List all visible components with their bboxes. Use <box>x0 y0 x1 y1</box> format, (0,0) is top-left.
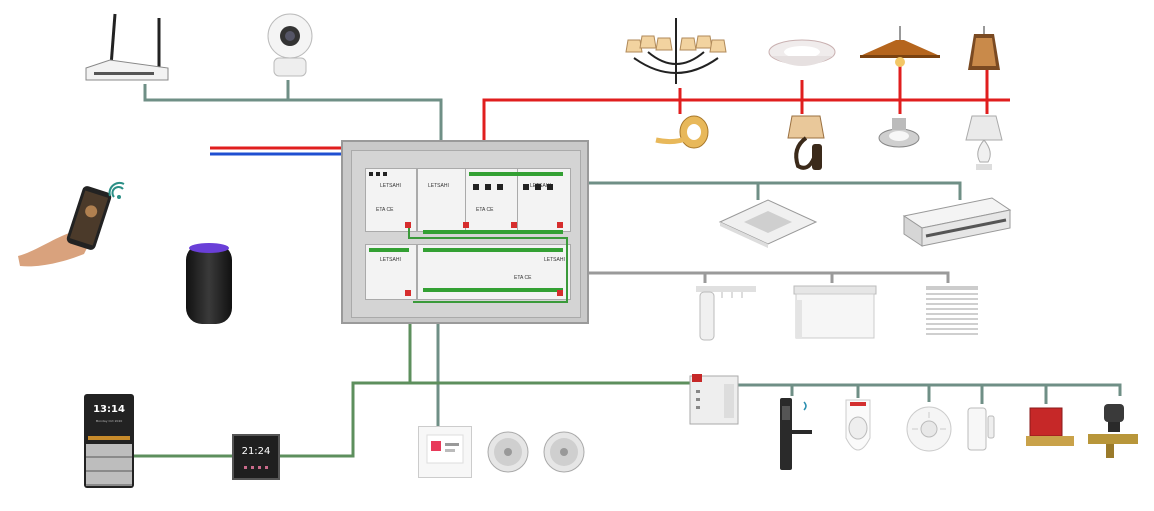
ducted-ac-icon <box>902 197 1012 247</box>
curtain-motor-icon <box>696 286 756 341</box>
module-brand: LETSAHI <box>380 257 401 263</box>
smart-lock <box>776 396 816 472</box>
table-lamp-icon <box>965 115 1003 170</box>
router <box>80 10 172 88</box>
curtain-line <box>566 271 950 283</box>
venetian-blind <box>924 284 980 340</box>
panel-time: 13:14 <box>93 404 125 415</box>
chandelier-icon <box>625 18 727 84</box>
module-brand: LETSAHI <box>544 257 565 263</box>
smart-lock-icon <box>780 398 812 470</box>
pir-sensor-icon <box>845 399 871 451</box>
security-camera <box>262 10 318 80</box>
curtain-motor <box>694 284 758 344</box>
io-module-icon <box>689 374 739 425</box>
pendant-lamp-icon <box>860 26 940 67</box>
led-strip-icon <box>655 115 709 149</box>
module-mark: ETA CE <box>376 207 394 213</box>
gas-valve-icon <box>1088 404 1138 458</box>
downlight <box>876 116 922 150</box>
panel-small-time: 21:24 <box>241 446 271 457</box>
phone-hand-icon <box>18 186 112 267</box>
panel-small-dots <box>244 466 268 469</box>
wall-panel-small[interactable]: 21:24 <box>232 434 280 480</box>
wall-panel-large[interactable]: 13:14 Monday Oct 2020 <box>84 394 134 488</box>
door-sensor-icon <box>967 407 995 451</box>
module-power-supply: LETSAHI ETA CE <box>365 168 417 232</box>
roller-blind <box>792 284 878 340</box>
smoke-detector-icon <box>906 406 952 452</box>
lampshade-icon <box>968 26 1000 70</box>
cassette-ac <box>714 198 822 250</box>
module-relay-a: ETA CE <box>465 168 519 232</box>
water-valve <box>1024 404 1076 454</box>
module-brand: LETSAHI <box>380 183 401 189</box>
router-line <box>143 84 443 170</box>
ceiling-speaker-1 <box>486 430 530 474</box>
security-line <box>736 383 1122 396</box>
ceiling-speaker-icon <box>543 431 585 473</box>
ceiling-lamp <box>767 36 837 76</box>
door-sensor <box>966 406 996 456</box>
cabinet-terminals <box>369 172 568 303</box>
ducted-ac <box>902 196 1012 248</box>
wall-lamp <box>784 114 828 172</box>
module-brand: LETSAHI <box>428 183 449 189</box>
cassette-ac-icon <box>718 199 818 248</box>
module-mark: ETA CE <box>476 207 494 213</box>
chandelier <box>624 18 728 88</box>
ceiling-speaker-icon <box>487 431 529 473</box>
ceiling-lamp-icon <box>768 39 836 66</box>
touch-panel-icon <box>426 434 464 464</box>
wall-lamp-icon <box>787 115 825 170</box>
venetian-blind-icon <box>926 286 978 335</box>
control-cabinet: LETSAHI ETA CE LETSAHI ETA CE LETSAHI LE… <box>341 140 589 324</box>
gas-valve <box>1084 400 1142 460</box>
camera-icon <box>267 13 313 77</box>
pendant-lamp <box>858 26 942 68</box>
wifi-icon <box>108 181 125 199</box>
water-valve-icon <box>1026 407 1074 446</box>
led-strip <box>654 114 710 154</box>
downlight-icon <box>878 118 920 148</box>
roller-blind-icon <box>793 285 877 339</box>
panel-buttons[interactable] <box>86 444 132 486</box>
panel-date: Monday Oct 2020 <box>95 419 123 423</box>
module-mark: ETA CE <box>514 275 532 281</box>
smart-speaker <box>184 240 234 326</box>
smartphone <box>14 178 136 270</box>
lampshade <box>966 26 1002 72</box>
panel-status-strip <box>88 436 130 440</box>
router-icon <box>85 13 169 81</box>
smoke-detector <box>904 404 954 454</box>
table-lamp <box>964 114 1004 176</box>
ceiling-speaker-2 <box>542 430 586 474</box>
io-module <box>688 370 740 426</box>
pir-sensor <box>842 398 874 462</box>
hvac-line <box>566 181 962 200</box>
smart-speaker-icon <box>186 243 232 324</box>
music-touch-panel[interactable] <box>418 426 472 478</box>
